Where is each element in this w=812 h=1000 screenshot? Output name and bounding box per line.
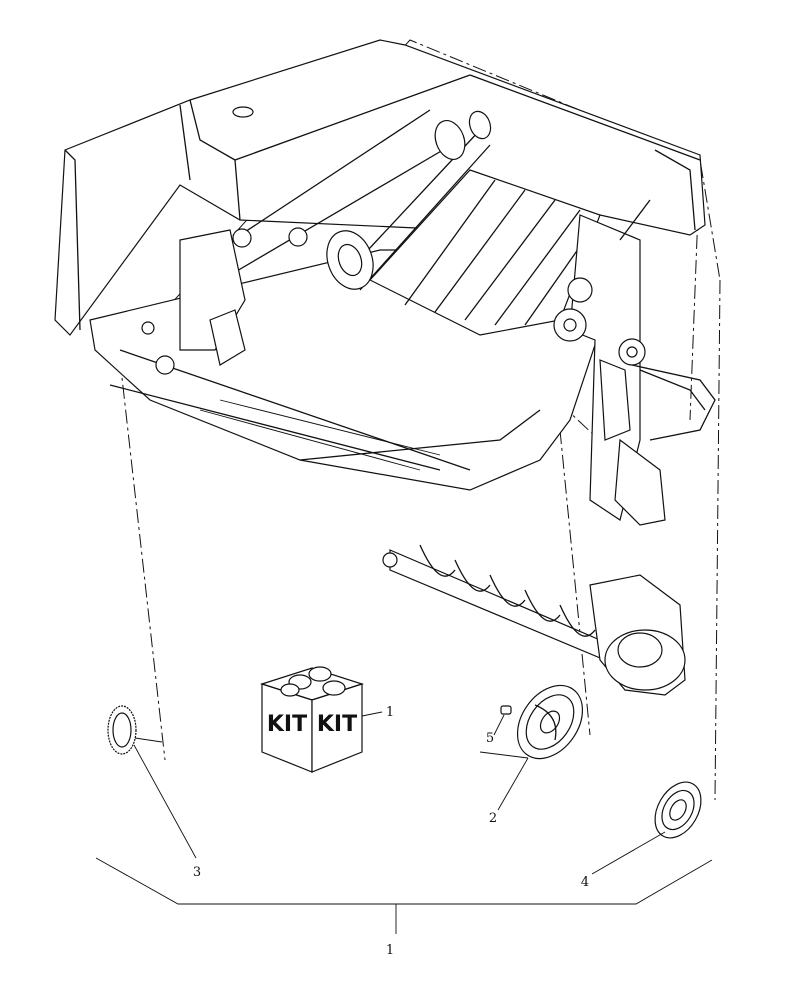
kit-label-right: KIT [317, 712, 357, 737]
kit-box: KIT KIT [260, 666, 383, 773]
part-2-pulley [516, 684, 584, 760]
callout-1-kit: 1 [386, 705, 394, 720]
callout-1-assembly: 1 [386, 943, 394, 958]
part-3-sprocket [107, 705, 197, 859]
machine-assembly [54, 39, 721, 801]
kit-label-left: KIT [267, 712, 307, 737]
assembly-bracket [95, 857, 713, 934]
callout-2: 2 [489, 811, 497, 826]
part-5-pin [493, 705, 512, 736]
callout-5: 5 [486, 731, 494, 746]
callout-4: 4 [581, 875, 589, 890]
part-4-pulley [591, 781, 702, 875]
callout-3: 3 [193, 865, 201, 880]
